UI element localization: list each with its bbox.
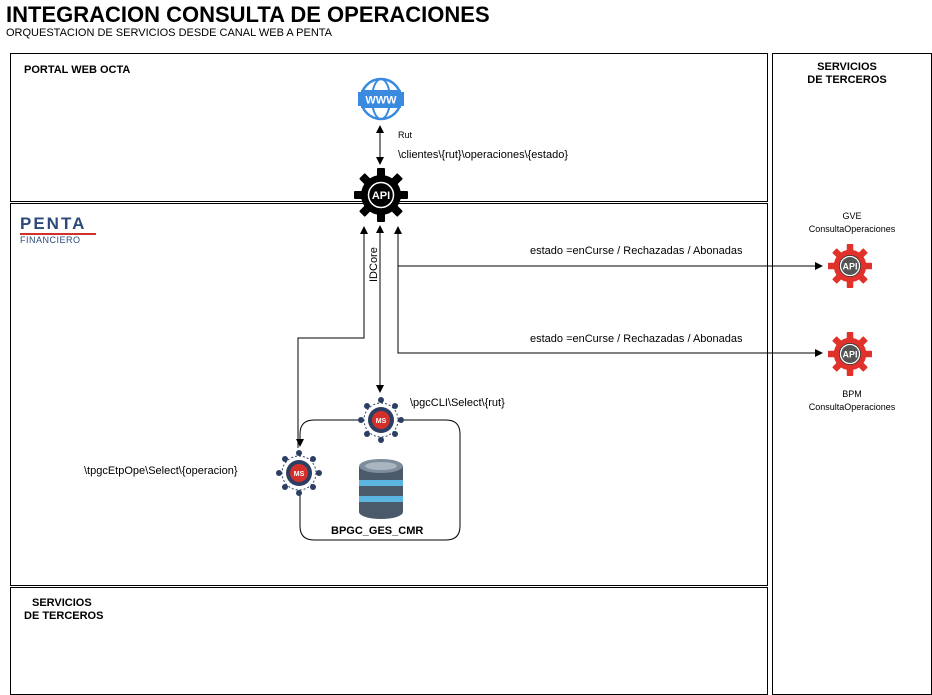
rut-label: Rut [398, 130, 413, 140]
route-label: \clientes\{rut}\operaciones\{estado} [398, 149, 569, 161]
pgccli-label: \pgcCLI\Select\{rut} [410, 397, 505, 409]
msetp-to-mscli-link [296, 419, 360, 447]
tpgc-label: \tpgcEtpOpe\Select\{operacion} [84, 465, 238, 477]
api-main-gear-icon: API [354, 168, 408, 222]
terceros-right-label: SERVICIOS DE TERCEROS [807, 61, 887, 86]
penta-logo: PENTA FINANCIERO [20, 215, 100, 248]
bpm-estado-label: estado =enCurse / Rechazadas / Abonadas [530, 333, 743, 345]
msetp-api-link [297, 226, 368, 448]
portal-zone-label: PORTAL WEB OCTA [24, 64, 131, 76]
ms-etp-microservice-icon: MS [276, 450, 322, 496]
api-bpm-gear-icon: API [828, 332, 872, 376]
www-globe-icon: WWW [358, 77, 404, 121]
database-label: BPGC_GES_CMR [331, 525, 424, 537]
svg-text:API: API [843, 261, 858, 271]
svg-text:WWW: WWW [365, 95, 397, 107]
svg-text:API: API [372, 190, 390, 202]
api-gve-gear-icon: API [828, 244, 872, 288]
idcore-label: IDCore [368, 247, 380, 282]
svg-text:MS: MS [376, 418, 387, 425]
gve-estado-label: estado =enCurse / Rechazadas / Abonadas [530, 245, 743, 257]
svg-text:MS: MS [294, 471, 305, 478]
page-subtitle: ORQUESTACION DE SERVICIOS DESDE CANAL WE… [6, 27, 332, 39]
bpm-label: BPM ConsultaOperaciones [808, 389, 896, 412]
svg-text:API: API [843, 349, 858, 359]
gve-label: GVE ConsultaOperaciones [808, 211, 896, 234]
page-title: INTEGRACION CONSULTA DE OPERACIONES [6, 2, 490, 27]
api-bpm-link [397, 266, 823, 357]
ms-cli-microservice-icon: MS [358, 397, 404, 443]
database-icon [359, 459, 403, 519]
db-container-outline [299, 419, 461, 541]
terceros-bottom-label: SERVICIOS DE TERCEROS [24, 597, 104, 622]
